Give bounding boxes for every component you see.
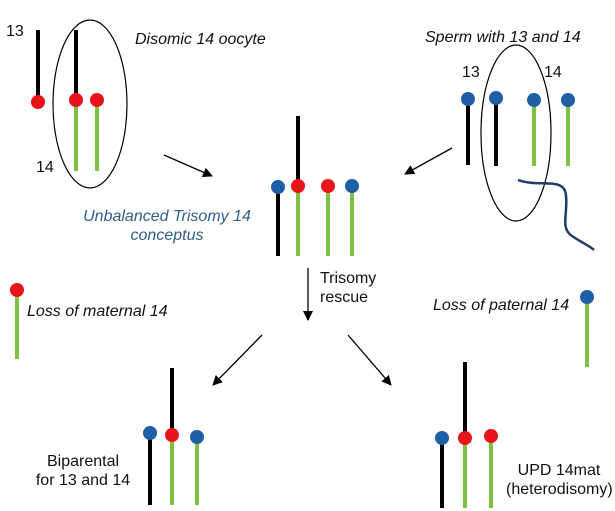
conceptus-chr13-maternal <box>291 116 305 256</box>
label-14-right: 14 <box>544 64 562 81</box>
biparental-chr13-paternal <box>143 426 157 505</box>
label-loss-paternal: Loss of paternal 14 <box>433 297 570 314</box>
label-upd: UPD 14mat (heterodisomy) <box>506 461 613 499</box>
arrow-to-upd <box>347 334 392 386</box>
arrow-to-biparental <box>212 334 263 386</box>
oocyte-ellipse <box>52 19 128 189</box>
chromosome-13-maternal <box>69 30 83 171</box>
sperm-tail <box>517 178 595 251</box>
arrow-oocyte-to-conceptus <box>163 154 213 177</box>
conceptus-chr13-paternal <box>271 180 285 256</box>
label-upd-line2: (heterodisomy) <box>506 481 613 499</box>
upd-chr14-maternal <box>484 429 498 508</box>
chromosome-14-maternal <box>90 93 104 171</box>
label-13-left: 13 <box>6 23 24 40</box>
label-rescue-line1: Trisomy <box>320 270 377 287</box>
label-sperm: Sperm with 13 and 14 <box>425 29 581 46</box>
biparental-chr13-maternal <box>165 368 179 505</box>
label-biparental-line2: for 13 and 14 <box>35 472 131 490</box>
arrow-sperm-to-conceptus <box>404 147 453 175</box>
biparental-chromosomes <box>143 368 204 505</box>
sperm-group <box>461 44 595 251</box>
chromosome-13-maternal-outside <box>31 30 45 109</box>
label-biparental-line1: Biparental <box>46 453 120 470</box>
chromosome-14-paternal-outside <box>561 93 575 166</box>
oocyte-group <box>31 19 128 189</box>
label-loss-maternal: Loss of maternal 14 <box>27 303 168 320</box>
chromosome-13-paternal <box>489 91 503 166</box>
sperm-head-ellipse <box>480 44 552 222</box>
upd-chr13-paternal <box>435 431 449 508</box>
chromosome-13-paternal-outside <box>461 92 475 165</box>
label-unbalanced-line1: Unbalanced Trisomy 14 <box>83 208 251 225</box>
label-biparental: Biparental for 13 and 14 <box>22 452 144 490</box>
label-unbalanced-line2: conceptus <box>130 227 204 245</box>
upd-chromosomes <box>435 362 498 508</box>
conceptus-chr14-maternal <box>321 179 335 256</box>
label-upd-line1: UPD 14mat <box>517 462 601 479</box>
label-unbalanced-trisomy: Unbalanced Trisomy 14 conceptus <box>62 207 272 245</box>
label-trisomy-rescue: Trisomy rescue <box>320 269 376 307</box>
label-rescue-line2: rescue <box>320 289 369 307</box>
conceptus-chromosomes <box>271 116 359 256</box>
lost-paternal-14 <box>580 290 594 367</box>
label-14-left: 14 <box>36 159 54 176</box>
biparental-chr14-paternal <box>190 430 204 505</box>
label-disomic-oocyte: Disomic 14 oocyte <box>135 31 266 48</box>
chromosome-14-paternal <box>527 93 541 166</box>
lost-maternal-14 <box>10 283 24 359</box>
upd-chr13-maternal <box>458 362 472 508</box>
label-13-right: 13 <box>462 64 480 81</box>
conceptus-chr14-paternal <box>345 179 359 256</box>
